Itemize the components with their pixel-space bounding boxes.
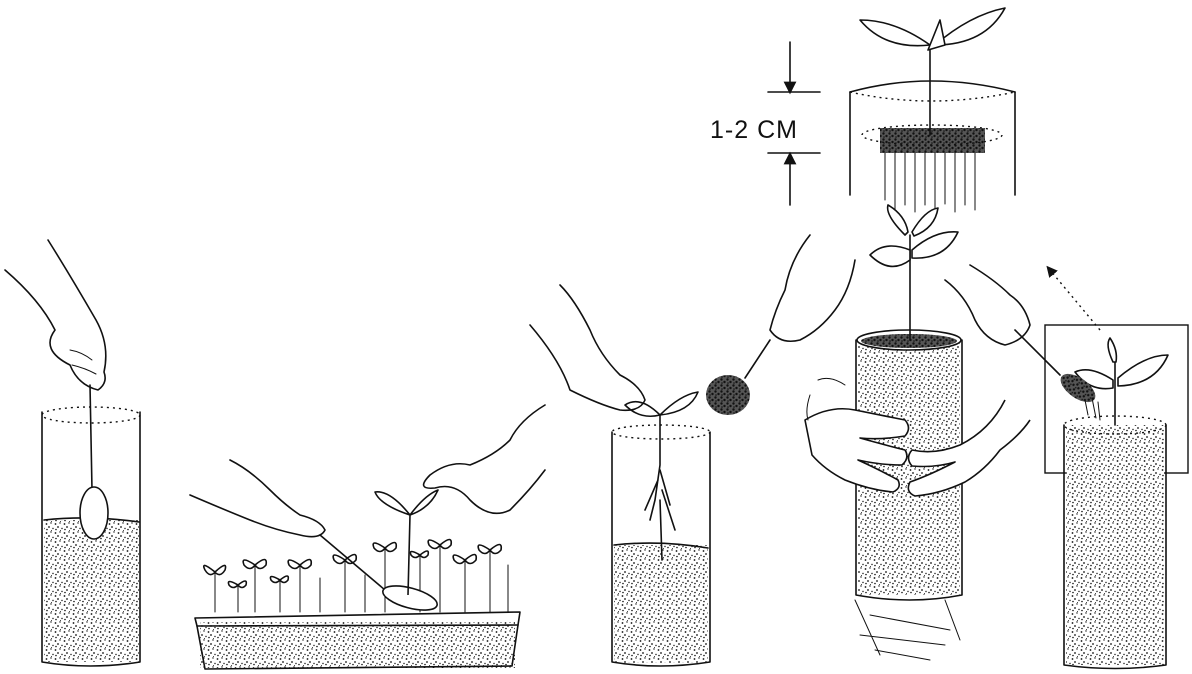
spoon-with-soil <box>706 375 750 415</box>
glass-rim <box>612 425 710 439</box>
soil-fill <box>614 545 708 663</box>
spoon-handle <box>745 340 770 378</box>
hand-with-spoon <box>770 235 855 341</box>
seedling-leaves <box>625 392 698 416</box>
plant-leaf-right <box>935 8 1005 45</box>
right-hand <box>424 405 545 513</box>
pot-soil <box>1066 425 1164 665</box>
spoon-bowl <box>80 487 108 539</box>
soil-band <box>880 128 985 153</box>
seedling-roots <box>645 415 675 560</box>
step1-glass-with-spoon <box>5 240 140 666</box>
hand <box>530 285 645 410</box>
step2-seedling-tray <box>190 405 545 669</box>
step4-measurement-inset: 1-2 CM <box>710 8 1015 212</box>
seedlings <box>204 540 508 613</box>
zoom-arrow <box>1050 270 1100 330</box>
soil-fill <box>44 520 139 662</box>
left-hand <box>190 460 325 537</box>
step5-pot-in-hands <box>805 205 1030 660</box>
motion-lines <box>855 600 960 660</box>
left-hand <box>805 409 909 492</box>
measurement-label: 1-2 CM <box>710 116 798 144</box>
spoon-handle <box>90 385 92 490</box>
hand <box>5 240 106 390</box>
spoon-bowl <box>380 581 439 615</box>
step3-planting-glass <box>530 235 855 666</box>
plant-leaf-left <box>860 20 930 46</box>
tray-soil <box>200 622 515 668</box>
